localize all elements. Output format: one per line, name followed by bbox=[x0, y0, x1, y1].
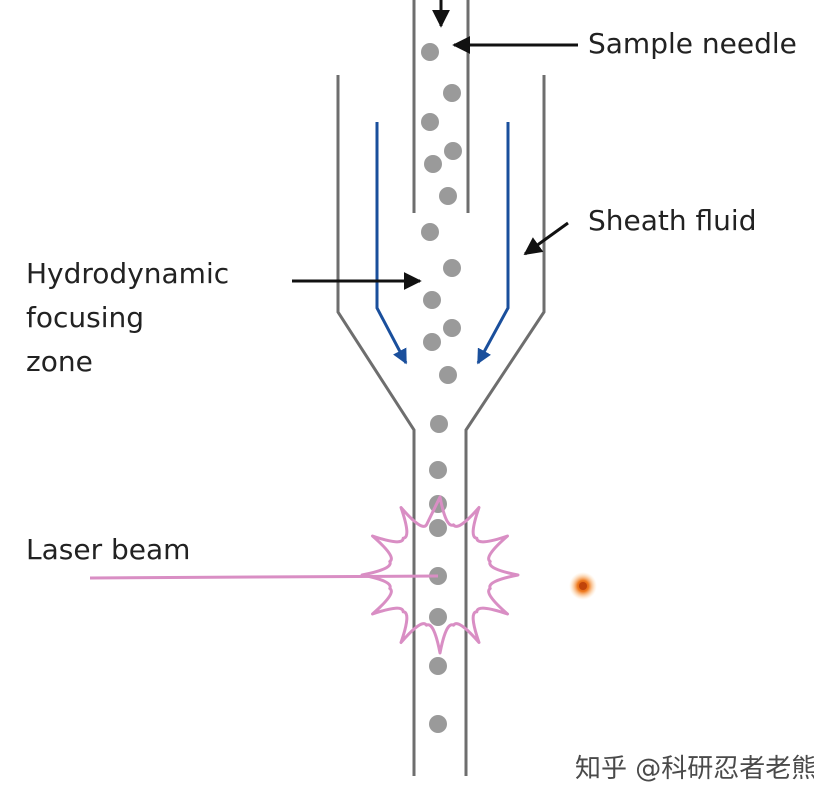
particle bbox=[439, 187, 457, 205]
sheath-fluid-label: Sheath fluid bbox=[588, 204, 757, 237]
particle bbox=[429, 715, 447, 733]
hydrodynamic-focusing-zone-label: Hydrodynamic focusing zone bbox=[26, 252, 229, 384]
particle bbox=[443, 84, 461, 102]
sheath-flow-arrow-right bbox=[476, 122, 510, 365]
particle bbox=[421, 223, 439, 241]
particle bbox=[421, 43, 439, 61]
watermark: 知乎 @科研忍者老熊 bbox=[575, 754, 814, 784]
particle bbox=[443, 319, 461, 337]
laser-beam-label: Laser beam bbox=[26, 533, 191, 566]
particle bbox=[443, 259, 461, 277]
particle bbox=[439, 366, 457, 384]
sheath-flow-arrow-left bbox=[375, 122, 408, 365]
particle bbox=[423, 291, 441, 309]
focusing-zone-label-line-3: zone bbox=[26, 345, 93, 378]
particle bbox=[421, 113, 439, 131]
sample-needle-label: Sample needle bbox=[588, 27, 797, 60]
laser-burst bbox=[360, 495, 520, 655]
particle bbox=[444, 142, 462, 160]
particle bbox=[424, 155, 442, 173]
particle bbox=[429, 461, 447, 479]
particles bbox=[421, 43, 462, 733]
focusing-zone-label-line-1: Hydrodynamic bbox=[26, 257, 230, 290]
laser-spot-core bbox=[579, 582, 587, 590]
particle bbox=[423, 333, 441, 351]
particle bbox=[430, 415, 448, 433]
particle bbox=[429, 608, 447, 626]
flow-cell-left-wall bbox=[336, 75, 416, 776]
laser-burst-outline bbox=[360, 495, 520, 655]
particle bbox=[429, 657, 447, 675]
particle bbox=[429, 519, 447, 537]
laser-beam-line bbox=[89, 574, 439, 580]
sheath-fluid-pointer-arrow bbox=[523, 221, 569, 256]
flow-cell-right-wall bbox=[464, 75, 546, 776]
focusing-zone-label-line-2: focusing bbox=[26, 301, 145, 334]
